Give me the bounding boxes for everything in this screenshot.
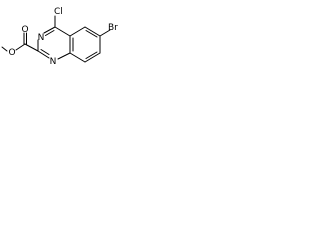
- bond-c2-ccarbonyl: [24, 43, 39, 52]
- bond-c4-n3-double: [45, 30, 55, 36]
- structure-canvas: Cl Br N N O O: [0, 0, 135, 78]
- bond-c2-n1: [37, 50, 50, 59]
- atom-labels: Cl Br N N O O: [8, 7, 118, 67]
- bond-c4a-c4: [54, 26, 71, 37]
- n-bottom-label: N: [50, 57, 57, 67]
- bromo-label: Br: [108, 23, 118, 33]
- bond-c-oester: [15, 43, 26, 51]
- bond-ar-double-1: [85, 30, 98, 38]
- o-ester-label: O: [8, 48, 15, 58]
- bond-o-methyl: [1, 46, 8, 52]
- bond-ar-double-2: [85, 51, 98, 59]
- bond-c2-n1-double: [40, 49, 50, 55]
- bond-ar-2: [84, 26, 101, 37]
- o-carbonyl-label: O: [21, 25, 28, 35]
- molecule-structure: Cl Br N N O O: [1, 7, 118, 67]
- bond-n1-c8a: [57, 52, 71, 60]
- bond-ar-1: [69, 26, 86, 37]
- chloro-label: Cl: [54, 7, 63, 17]
- bond-c6-br: [99, 29, 111, 37]
- bond-ar-5: [69, 52, 86, 63]
- bond-ar-4: [84, 52, 101, 63]
- n-top-label: N: [38, 33, 45, 43]
- bond-c4-n3: [43, 26, 56, 34]
- bond-lines: [1, 15, 111, 63]
